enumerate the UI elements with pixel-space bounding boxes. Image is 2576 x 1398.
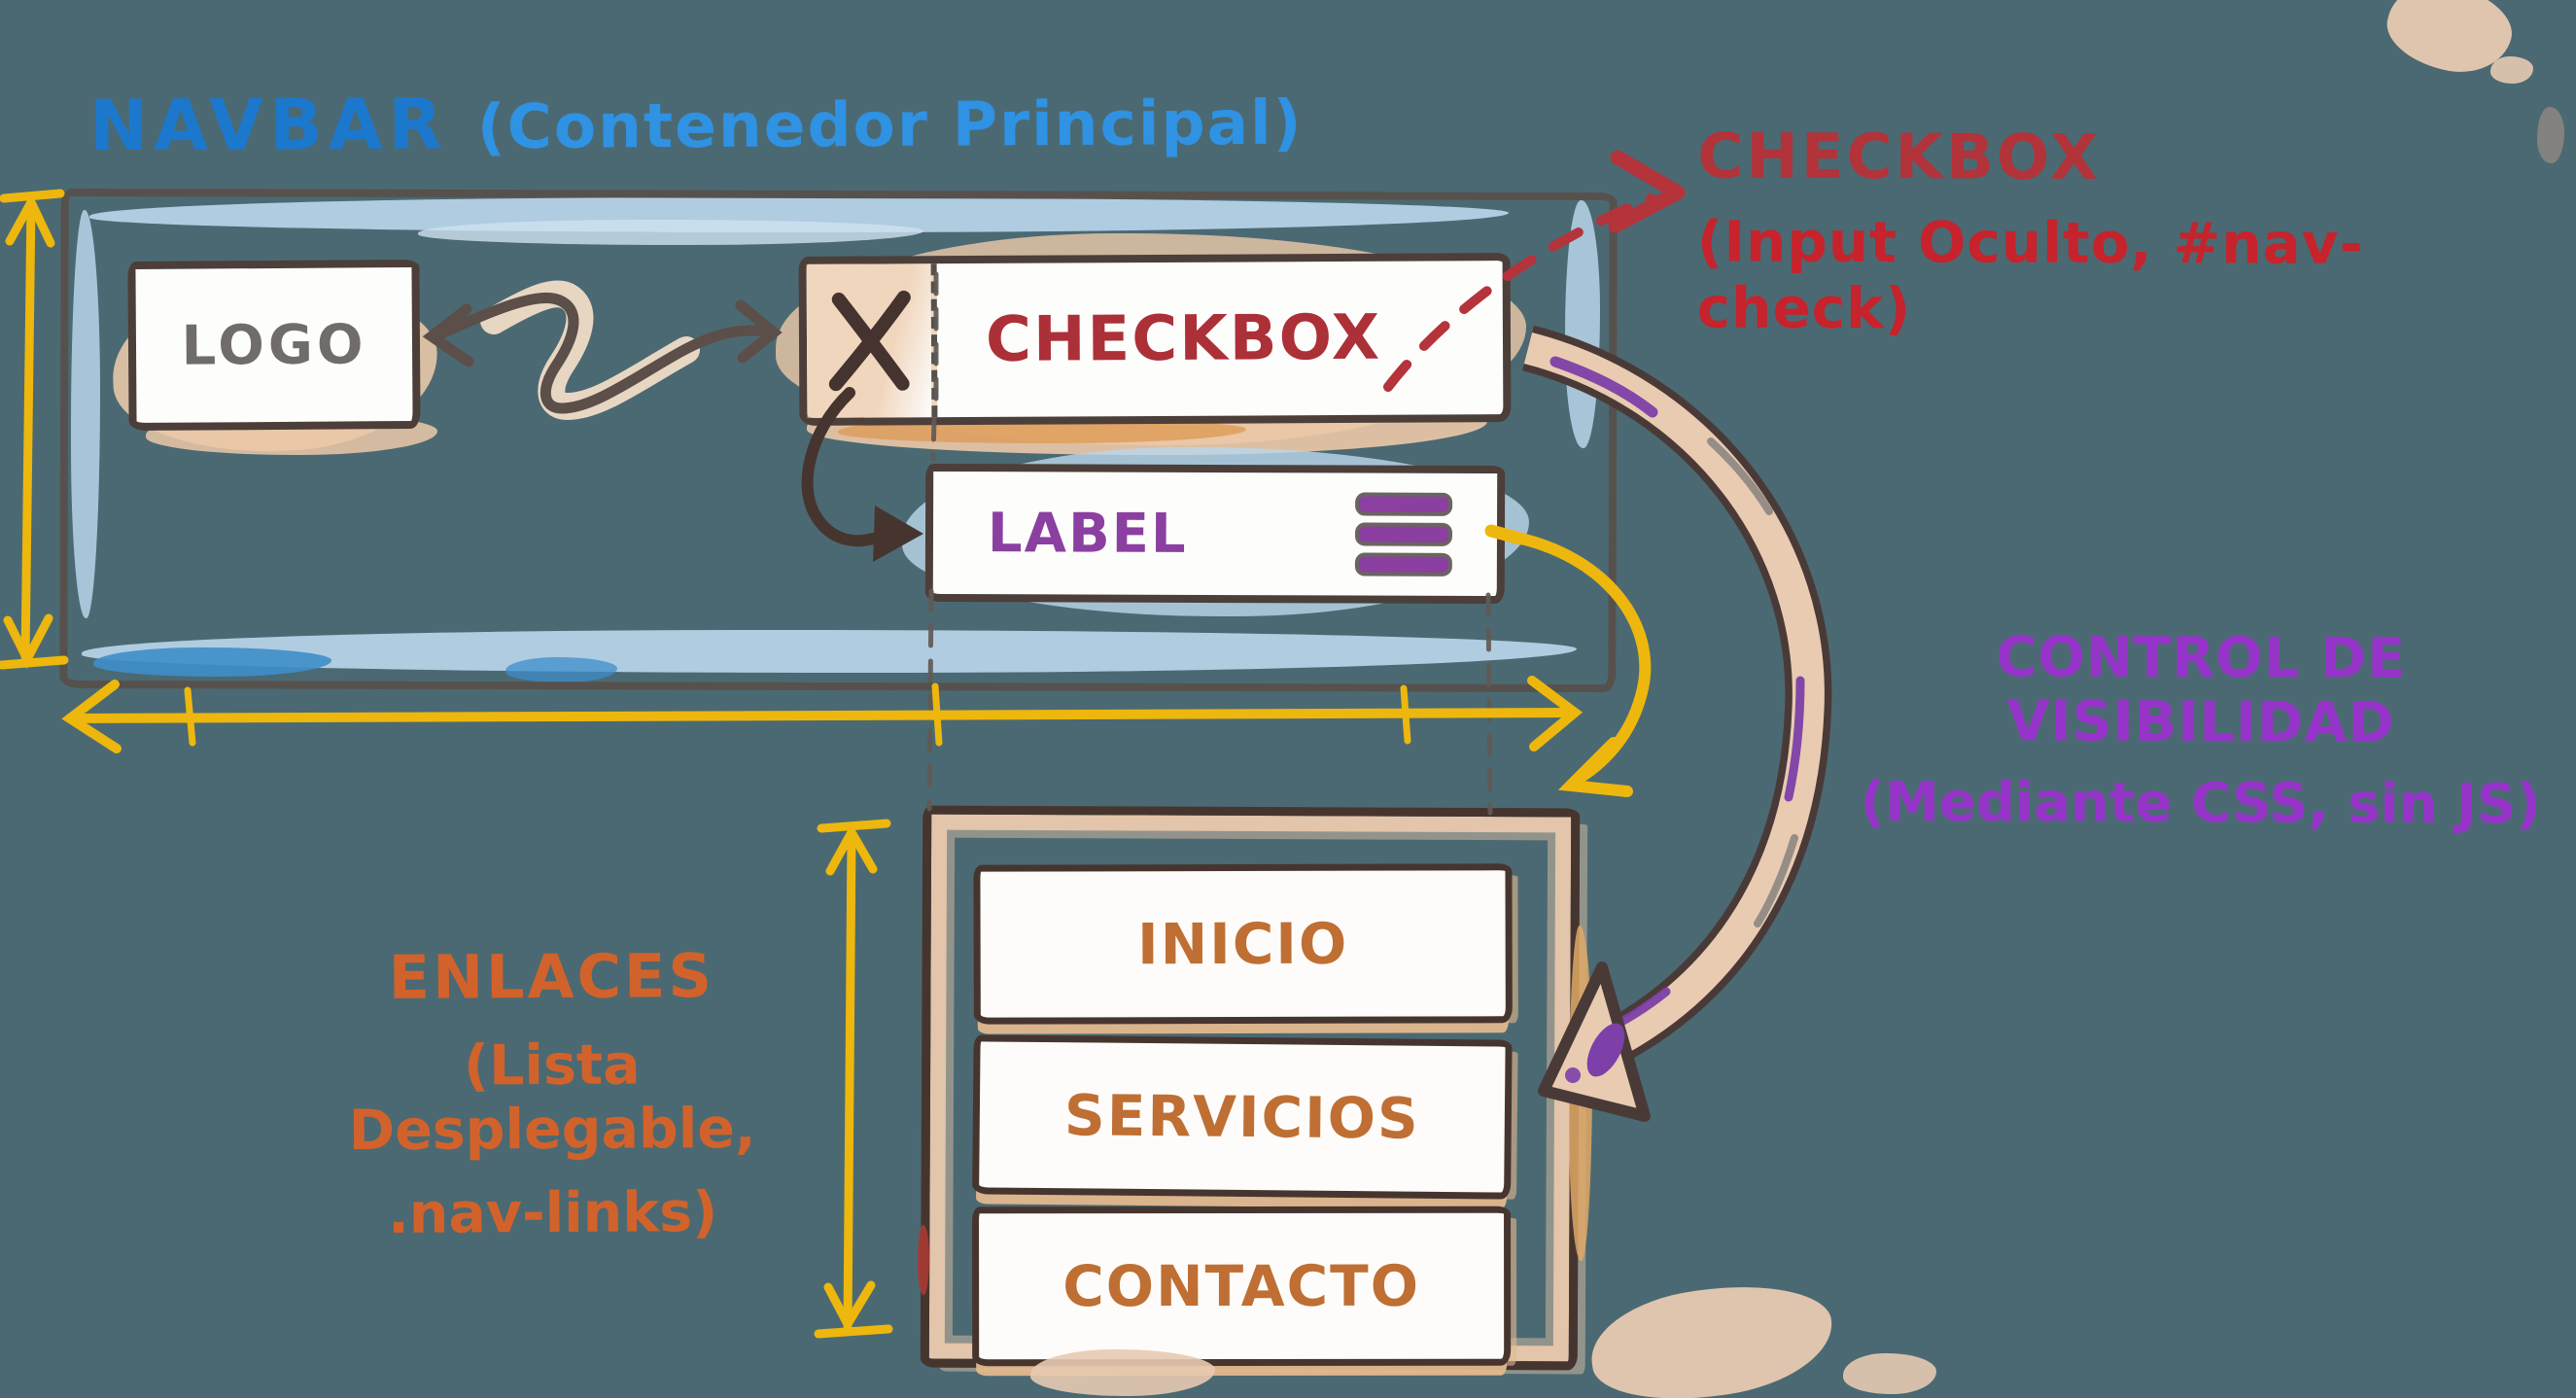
menu-item-label: SERVICIOS <box>1063 1082 1421 1152</box>
menu-item-inicio: INICIO <box>973 863 1513 1025</box>
diagram-title: NAVBAR (Contenedor Principal) <box>88 79 1304 167</box>
enlaces-annotation-line3: .nav-links) <box>387 1180 718 1246</box>
paint-splat <box>2490 56 2533 84</box>
enlaces-annotation-line2: (Lista Desplegable, <box>348 1032 756 1164</box>
checkbox-box-label: CHECKBOX <box>985 301 1382 376</box>
watercolor-menu-streak <box>1569 926 1592 1261</box>
watercolor-bottom <box>82 630 1577 673</box>
visibility-annotation-subtitle: (Mediante CSS, sin JS) <box>1860 770 2541 837</box>
navbar-title-subtext: (Contenedor Principal) <box>476 87 1304 163</box>
watercolor-blue-patch <box>93 647 331 677</box>
menu-item-contacto: CONTACTO <box>972 1206 1512 1367</box>
paint-splat <box>1843 1353 1936 1394</box>
visibility-annotation-title: CONTROL DE VISIBILIDAD <box>1996 625 2407 755</box>
menu-item-label: INICIO <box>1136 910 1349 978</box>
checkbox-annotation-title: CHECKBOX <box>1697 121 2102 194</box>
paint-splat <box>2537 107 2564 163</box>
watercolor-left <box>71 210 100 618</box>
x-mark-icon <box>828 290 911 392</box>
paint-splat <box>1584 1273 1840 1398</box>
watercolor-blue-patch <box>505 657 617 682</box>
hamburger-icon <box>1354 492 1453 577</box>
label-box: LABEL <box>924 463 1506 605</box>
enlaces-annotation-title: ENLACES <box>388 940 715 1013</box>
hamburger-bar <box>1355 492 1453 516</box>
watercolor-top-light <box>418 220 923 245</box>
logo-label: LOGO <box>181 312 367 378</box>
navbar-height-measure <box>0 189 69 670</box>
watercolor-red-speck <box>918 1225 929 1295</box>
navbar-title-text: NAVBAR <box>88 83 449 167</box>
nav-links-container: INICIO SERVICIOS CONTACTO <box>920 805 1581 1371</box>
enlaces-annotation: ENLACES (Lista Desplegable, .nav-links) <box>254 939 851 1246</box>
menu-item-servicios: SERVICIOS <box>972 1034 1513 1200</box>
label-box-label: LABEL <box>987 501 1188 566</box>
hamburger-bar <box>1354 522 1453 546</box>
checkbox-annotation: CHECKBOX (Input Oculto, #nav-check) <box>1697 121 2554 343</box>
checkbox-cell <box>806 263 938 418</box>
menu-item-label: CONTACTO <box>1062 1252 1421 1320</box>
hamburger-bar <box>1354 552 1452 577</box>
paint-splat <box>1030 1349 1215 1396</box>
visibility-annotation: CONTROL DE VISIBILIDAD (Mediante CSS, si… <box>1826 625 2576 837</box>
checkbox-annotation-subtitle: (Input Oculto, #nav-check) <box>1696 208 2364 342</box>
checkbox-box: CHECKBOX <box>798 253 1512 426</box>
logo-box: LOGO <box>127 259 421 432</box>
